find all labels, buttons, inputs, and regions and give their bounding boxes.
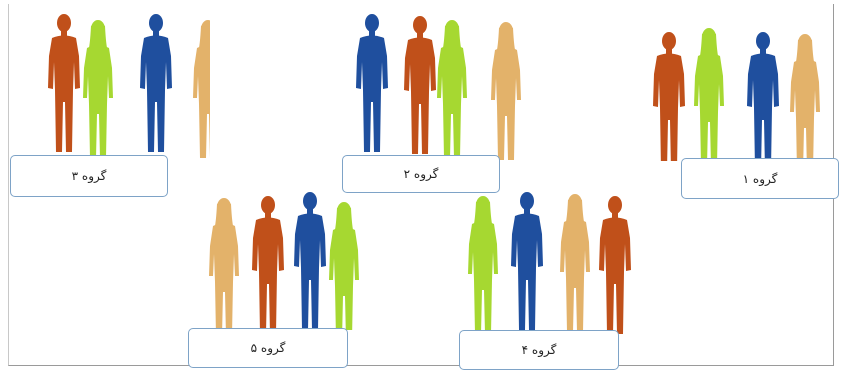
orange-man-figure [48,14,80,152]
group-5-people [209,192,359,330]
orange-man-figure [599,196,631,334]
orange-man-figure [653,32,685,161]
green-woman-figure [329,202,359,330]
tan-woman-figure [491,22,521,160]
orange-man-figure [252,196,284,330]
group-1-label: گروه ۱ [681,158,839,199]
blue-man-figure [140,14,172,152]
tan-woman-figure [209,198,239,330]
green-woman-figure [83,20,113,158]
group-4-people [468,192,631,334]
group-1-people [653,28,820,161]
group-5-label: گروه ۵ [188,328,348,368]
green-woman-figure [468,196,498,334]
green-woman-figure [694,28,724,161]
group-2-label: گروه ۲ [342,155,500,193]
blue-man-figure [747,32,779,161]
blue-man-figure [294,192,326,330]
group-3-people [48,14,210,158]
group-2: گروه ۲ [342,12,521,197]
tan-woman-figure [193,20,210,158]
blue-man-figure [511,192,543,330]
group-1: گروه ۱ [653,26,841,202]
group-3-label: گروه ۳ [10,155,168,197]
group-2-people [356,14,521,160]
group-3: گروه ۳ [10,12,210,202]
group-4-label: گروه ۴ [459,330,619,370]
tan-woman-figure [790,34,820,161]
blue-man-figure [356,14,388,152]
orange-man-figure [404,16,436,154]
tan-woman-figure [560,194,590,332]
group-5: گروه ۵ [188,190,359,370]
green-woman-figure [437,20,467,158]
group-4: گروه ۴ [459,190,631,370]
